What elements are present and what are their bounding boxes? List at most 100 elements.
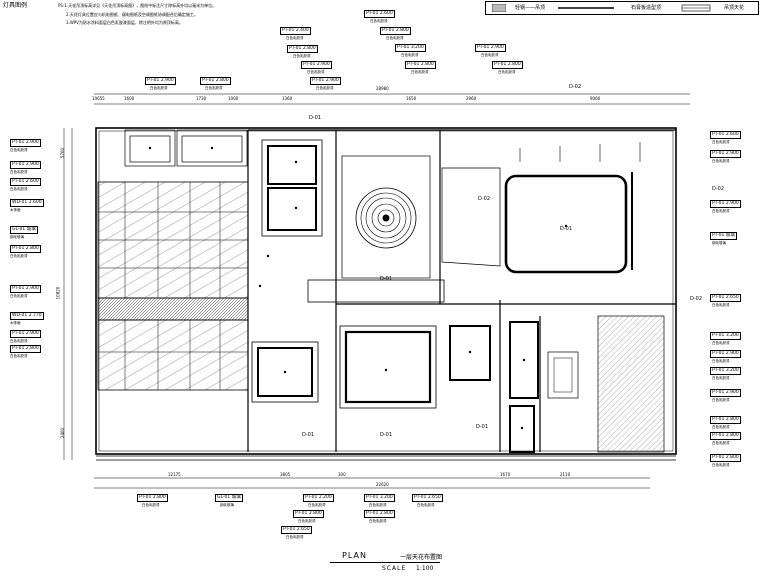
- top-tag-6-desc: 白色乳胶漆: [316, 86, 334, 90]
- left-tag-8-desc: 木饰面: [10, 321, 21, 325]
- bottom-tag-6-desc: 白色乳胶漆: [417, 503, 435, 507]
- tag-code: PT-01: [12, 179, 25, 184]
- tag-height: 2.650: [427, 495, 441, 500]
- bottom-tag-5: PT-01 3.200: [364, 494, 395, 502]
- wood-strip-ceiling: [97, 297, 249, 321]
- left-tag-2-desc: 白色乳胶漆: [10, 170, 28, 174]
- top-tag-11: PT-01 2.900: [475, 44, 506, 52]
- top-tag-12-desc: 白色乳胶漆: [498, 70, 516, 74]
- tag-height: 2.800: [379, 511, 393, 516]
- left-tag-9: PT-01 2.900: [10, 330, 41, 338]
- tag-height: 2.800: [725, 417, 739, 422]
- top-tag-3-desc: 白色乳胶漆: [286, 36, 304, 40]
- tag-code: PT-01: [305, 495, 318, 500]
- note-line-1: PS:1.天花吊顶标高详见《天花吊顶标高图》，图纸中标注尺寸除标高外均以毫米为单…: [58, 3, 217, 8]
- left-tag-10: PT-01 2.800: [10, 345, 41, 353]
- scale-label: SCALE: [382, 565, 407, 572]
- tag-height: 2.800: [725, 455, 739, 460]
- scale-value: 1:100: [416, 565, 434, 572]
- right-tag-7: PT-01 2.900: [710, 350, 741, 358]
- right-tag-9: PT-01 2.900: [710, 389, 741, 397]
- legend-swatch-2: [556, 2, 616, 14]
- tag-code: PT-01: [12, 346, 25, 351]
- tag-code: PT-01: [12, 162, 25, 167]
- tag-code: WD-01: [12, 200, 28, 205]
- dim-top-6: 1650: [406, 96, 417, 101]
- dim-top-total: 28980: [376, 86, 389, 91]
- tag-code: PT-01: [712, 351, 725, 356]
- tag-height: 2.900: [725, 201, 739, 206]
- dim-left-1: 5700: [60, 147, 66, 159]
- tag-height: 2.600: [28, 200, 42, 205]
- top-tag-10-desc: 白色乳胶漆: [411, 70, 429, 74]
- left-tag-5-desc: 钢化玻璃: [10, 235, 24, 239]
- right-tag-2-desc: 白色乳胶漆: [712, 209, 730, 213]
- tag-code: PT-01: [712, 390, 725, 395]
- note-line-2: 2.天花灯具位置应与机电图纸、弱电图纸及空调图纸协调配合后确定施工。: [66, 12, 198, 17]
- lower-glass-ceiling-zone: [97, 319, 249, 391]
- tag-code: PT-01: [283, 527, 296, 532]
- tag-code: PT-01: [382, 28, 395, 33]
- dim-top-7: 2960: [466, 96, 477, 101]
- right-tag-11: PT-01 2.800: [710, 432, 741, 440]
- dim-top-2: 1600: [124, 96, 135, 101]
- tag-code: PT-01: [289, 46, 302, 51]
- right-tag-8: PT-01 3.200: [710, 367, 741, 375]
- tag-height: 2.900: [160, 78, 174, 83]
- top-tag-7: PT-01 2.600: [364, 10, 395, 18]
- top-tag-1: PT-01 2.900: [145, 77, 176, 85]
- tag-height: 3.200: [410, 45, 424, 50]
- right-tag-6: PT-01 3.200: [710, 332, 741, 340]
- top-tag-12: PT-01 2.800: [492, 61, 523, 69]
- legend-label-2: 石膏板造型顶: [630, 5, 661, 11]
- tag-code: WD-01: [12, 313, 28, 318]
- tag-code: PT-01: [295, 511, 308, 516]
- top-tag-6: PT-01 2.900: [310, 77, 341, 85]
- tag-code: PT-01: [414, 495, 427, 500]
- left-tag-6: PT-01 2.800: [10, 245, 41, 253]
- right-tag-10: PT-01 2.800: [710, 416, 741, 424]
- section-mark-1: D-01: [309, 115, 322, 121]
- bottom-tag-2-desc: 钢化玻璃: [220, 503, 234, 507]
- bottom-tag-7-desc: 白色乳胶漆: [369, 519, 387, 523]
- right-tag-5: PT-01 2.650: [710, 294, 741, 302]
- tag-height: 2.900: [725, 351, 739, 356]
- tag-code: PT-01: [202, 78, 215, 83]
- bottom-tag-5-desc: 白色乳胶漆: [369, 503, 387, 507]
- dim-bottom-2: 3805: [280, 472, 291, 477]
- top-tag-2: PT-01 2.800: [200, 77, 231, 85]
- tag-code: PT-01: [366, 495, 379, 500]
- tag-height: 2.900: [325, 78, 339, 83]
- plan-name: 一层天花布置图: [400, 554, 443, 561]
- top-dimension-chain: [94, 93, 690, 105]
- section-mark-9: D-01: [476, 424, 489, 430]
- tag-code: GL-01: [12, 227, 26, 232]
- tag-code: PT-01: [494, 62, 507, 67]
- left-tag-10-desc: 白色乳胶漆: [10, 354, 28, 358]
- tag-code: PT-01: [397, 45, 410, 50]
- right-tag-8-desc: 白色乳胶漆: [712, 376, 730, 380]
- right-tag-11-desc: 白色乳胶漆: [712, 441, 730, 445]
- top-tag-5: PT-01 2.900: [301, 61, 332, 69]
- tag-height: 2.600: [379, 11, 393, 16]
- left-dimension-chain: [63, 128, 73, 460]
- right-tag-12: PT-01 2.800: [710, 454, 741, 462]
- feature-ceiling-right: [441, 167, 633, 274]
- right-tag-10-desc: 白色乳胶漆: [712, 425, 730, 429]
- section-mark-3: D-01: [380, 276, 393, 282]
- plan-label: PLAN: [342, 551, 367, 560]
- bottom-tag-1: PT-01 2.800: [137, 494, 168, 502]
- lower-right-rooms: [449, 321, 579, 453]
- right-tag-4: PT-01 玻璃: [710, 232, 737, 240]
- top-tag-2-desc: 白色乳胶漆: [205, 86, 223, 90]
- tag-height: 2.400: [295, 28, 309, 33]
- tag-code: PT-01: [712, 132, 725, 137]
- tag-height: 2.900: [25, 331, 39, 336]
- corridor-bulkhead: [307, 279, 445, 303]
- left-tag-4-desc: 木饰面: [10, 208, 21, 212]
- top-tag-9-desc: 白色乳胶漆: [401, 53, 419, 57]
- right-tag-2: PT-01 2.900: [710, 200, 741, 208]
- tag-height: 2.800: [395, 28, 409, 33]
